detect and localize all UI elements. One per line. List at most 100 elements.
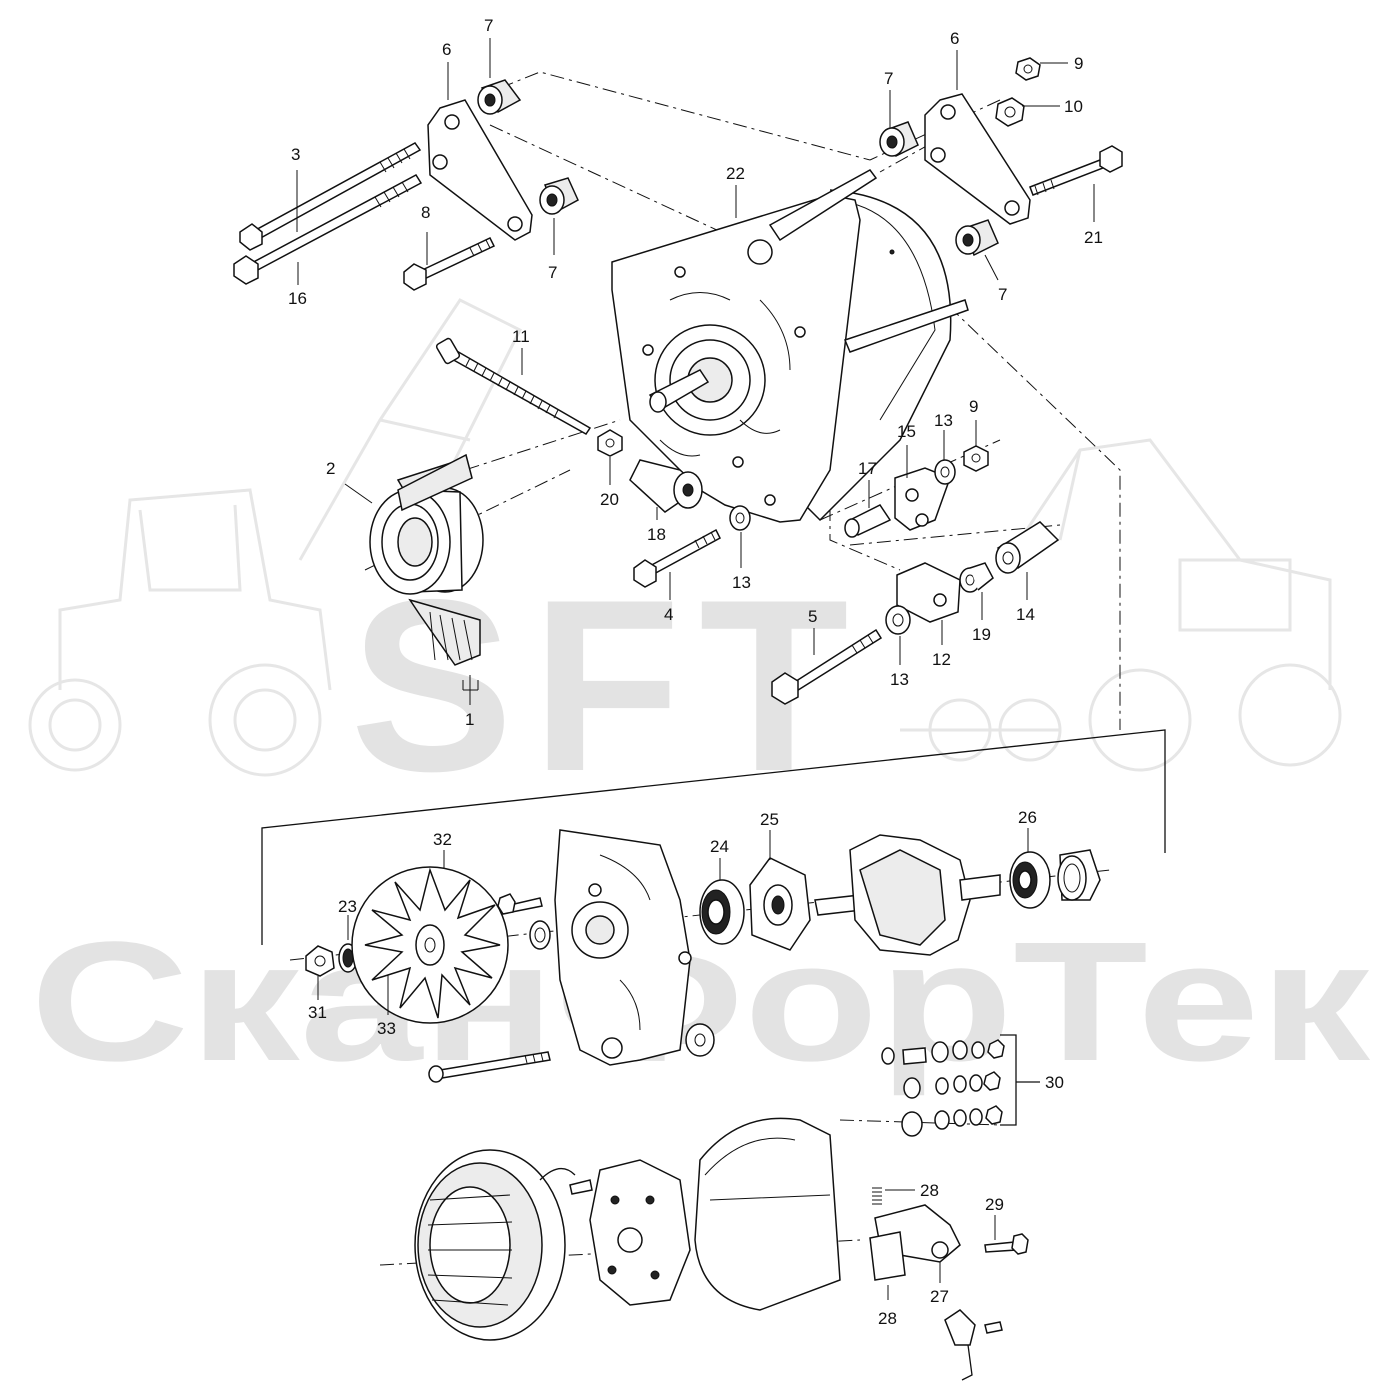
excavator-outline-icon: [900, 438, 1342, 772]
callout-7-a: 7: [484, 16, 493, 35]
callout-31: 31: [308, 1003, 327, 1022]
speed-sensor: [944, 1309, 1003, 1381]
pulley: [369, 459, 484, 595]
flat-washer: [885, 605, 911, 635]
alternator-housing: [611, 169, 969, 523]
callout-23: 23: [338, 897, 357, 916]
callout-11: 11: [512, 327, 530, 346]
callout-26: 26: [1018, 808, 1037, 827]
bolt: [771, 628, 883, 705]
spacer-sleeve: [629, 459, 703, 513]
callout-6-right: 6: [950, 29, 959, 48]
callout-28-b: 28: [878, 1309, 897, 1328]
ball-bearing: [699, 879, 745, 945]
callout-25: 25: [760, 810, 779, 829]
flat-washer: [729, 505, 751, 531]
brush-spring: [872, 1187, 882, 1205]
drive-end-shield: [554, 829, 692, 1066]
callout-21: 21: [1084, 228, 1103, 247]
mounting-screw: [497, 893, 543, 915]
spacer-pin: [844, 504, 892, 538]
shaft-nut: [305, 945, 335, 977]
spacer-bushing: [955, 219, 999, 257]
callout-22: 22: [726, 164, 745, 183]
spacer-sleeve: [995, 521, 1060, 574]
through-bolt: [435, 337, 592, 435]
hex-nut: [963, 445, 989, 472]
callout-13-b: 13: [732, 573, 751, 592]
hex-nut: [1015, 57, 1041, 81]
hex-nut: [995, 97, 1025, 127]
tensioner-block: [896, 562, 961, 623]
callout-7-c: 7: [884, 69, 893, 88]
rear-cover: [694, 1117, 841, 1311]
callout-5: 5: [808, 607, 817, 626]
cooling-fan: [351, 866, 509, 1024]
callout-18: 18: [647, 525, 666, 544]
callout-4: 4: [664, 605, 673, 624]
callout-16: 16: [288, 289, 307, 308]
tractor-outline-icon: [28, 488, 332, 777]
watermark-company-text: СканФорТек: [30, 907, 1371, 1097]
exploded-view-frame-line: [261, 729, 1166, 945]
callout-14: 14: [1016, 605, 1035, 624]
callout-2: 2: [326, 459, 335, 478]
callout-20: 20: [600, 490, 619, 509]
slip-ring-bearing: [1009, 851, 1051, 909]
callout-7-d: 7: [998, 285, 1007, 304]
callout-7-b: 7: [548, 263, 557, 282]
spacer-bushing: [539, 177, 579, 215]
callout-29: 29: [985, 1195, 1004, 1214]
regulator-screw: [984, 1233, 1029, 1255]
callout-17: 17: [858, 459, 877, 478]
top-assembly: [233, 57, 1123, 705]
callout-13-c: 13: [890, 670, 909, 689]
mounting-bracket-left: [427, 99, 533, 241]
voltage-regulator: [869, 1204, 961, 1281]
callout-8: 8: [421, 203, 430, 222]
callout-28-a: 28: [920, 1181, 939, 1200]
bolt: [403, 237, 496, 291]
callout-10: 10: [1064, 97, 1083, 116]
bolt: [1029, 145, 1123, 196]
callout-labels: 1 2 3 4 5 6 6 7 7 7 7 8 9 9 10 11 12 13 …: [288, 16, 1103, 1328]
stator-winding: [414, 1149, 576, 1341]
callout-15: 15: [897, 422, 916, 441]
rubber-bushing: [685, 1023, 715, 1057]
spacer-bushing: [879, 121, 919, 158]
poly-v-belt: [397, 453, 481, 666]
small-bushing: [959, 562, 994, 593]
callout-1: 1: [465, 710, 474, 729]
bearing-cap: [1057, 849, 1101, 901]
callout-6-left: 6: [442, 40, 451, 59]
adjusting-bracket: [894, 467, 951, 531]
spacer-ring: [529, 920, 551, 950]
long-bolt: [233, 174, 423, 285]
spacer-bushing: [477, 79, 522, 115]
hex-nut: [597, 429, 623, 457]
callout-9-b: 9: [969, 397, 978, 416]
rectifier-bridge: [569, 1159, 691, 1306]
bolt: [633, 528, 721, 588]
callout-leader-lines: [296, 38, 1095, 1300]
callout-19: 19: [972, 625, 991, 644]
callout-9-a: 9: [1074, 54, 1083, 73]
through-bolt: [428, 1051, 551, 1083]
callout-33: 33: [377, 1019, 396, 1038]
mounting-bracket-right: [924, 93, 1031, 225]
callout-32: 32: [433, 830, 452, 849]
lower-exploded-assembly: [305, 829, 1101, 1381]
flat-washer: [934, 459, 956, 485]
callout-27: 27: [930, 1287, 949, 1306]
rotor-assembly: [814, 834, 1001, 956]
watermark: SFT СканФорТек: [28, 298, 1371, 1097]
callout-12: 12: [932, 650, 951, 669]
callout-13-a: 13: [934, 411, 953, 430]
callout-3: 3: [291, 145, 300, 164]
watermark-logo-text: SFT: [350, 548, 867, 822]
callout-24: 24: [710, 837, 729, 856]
small-hardware-kit: [881, 1034, 1040, 1137]
long-bolt: [239, 142, 422, 251]
callout-30: 30: [1045, 1073, 1064, 1092]
